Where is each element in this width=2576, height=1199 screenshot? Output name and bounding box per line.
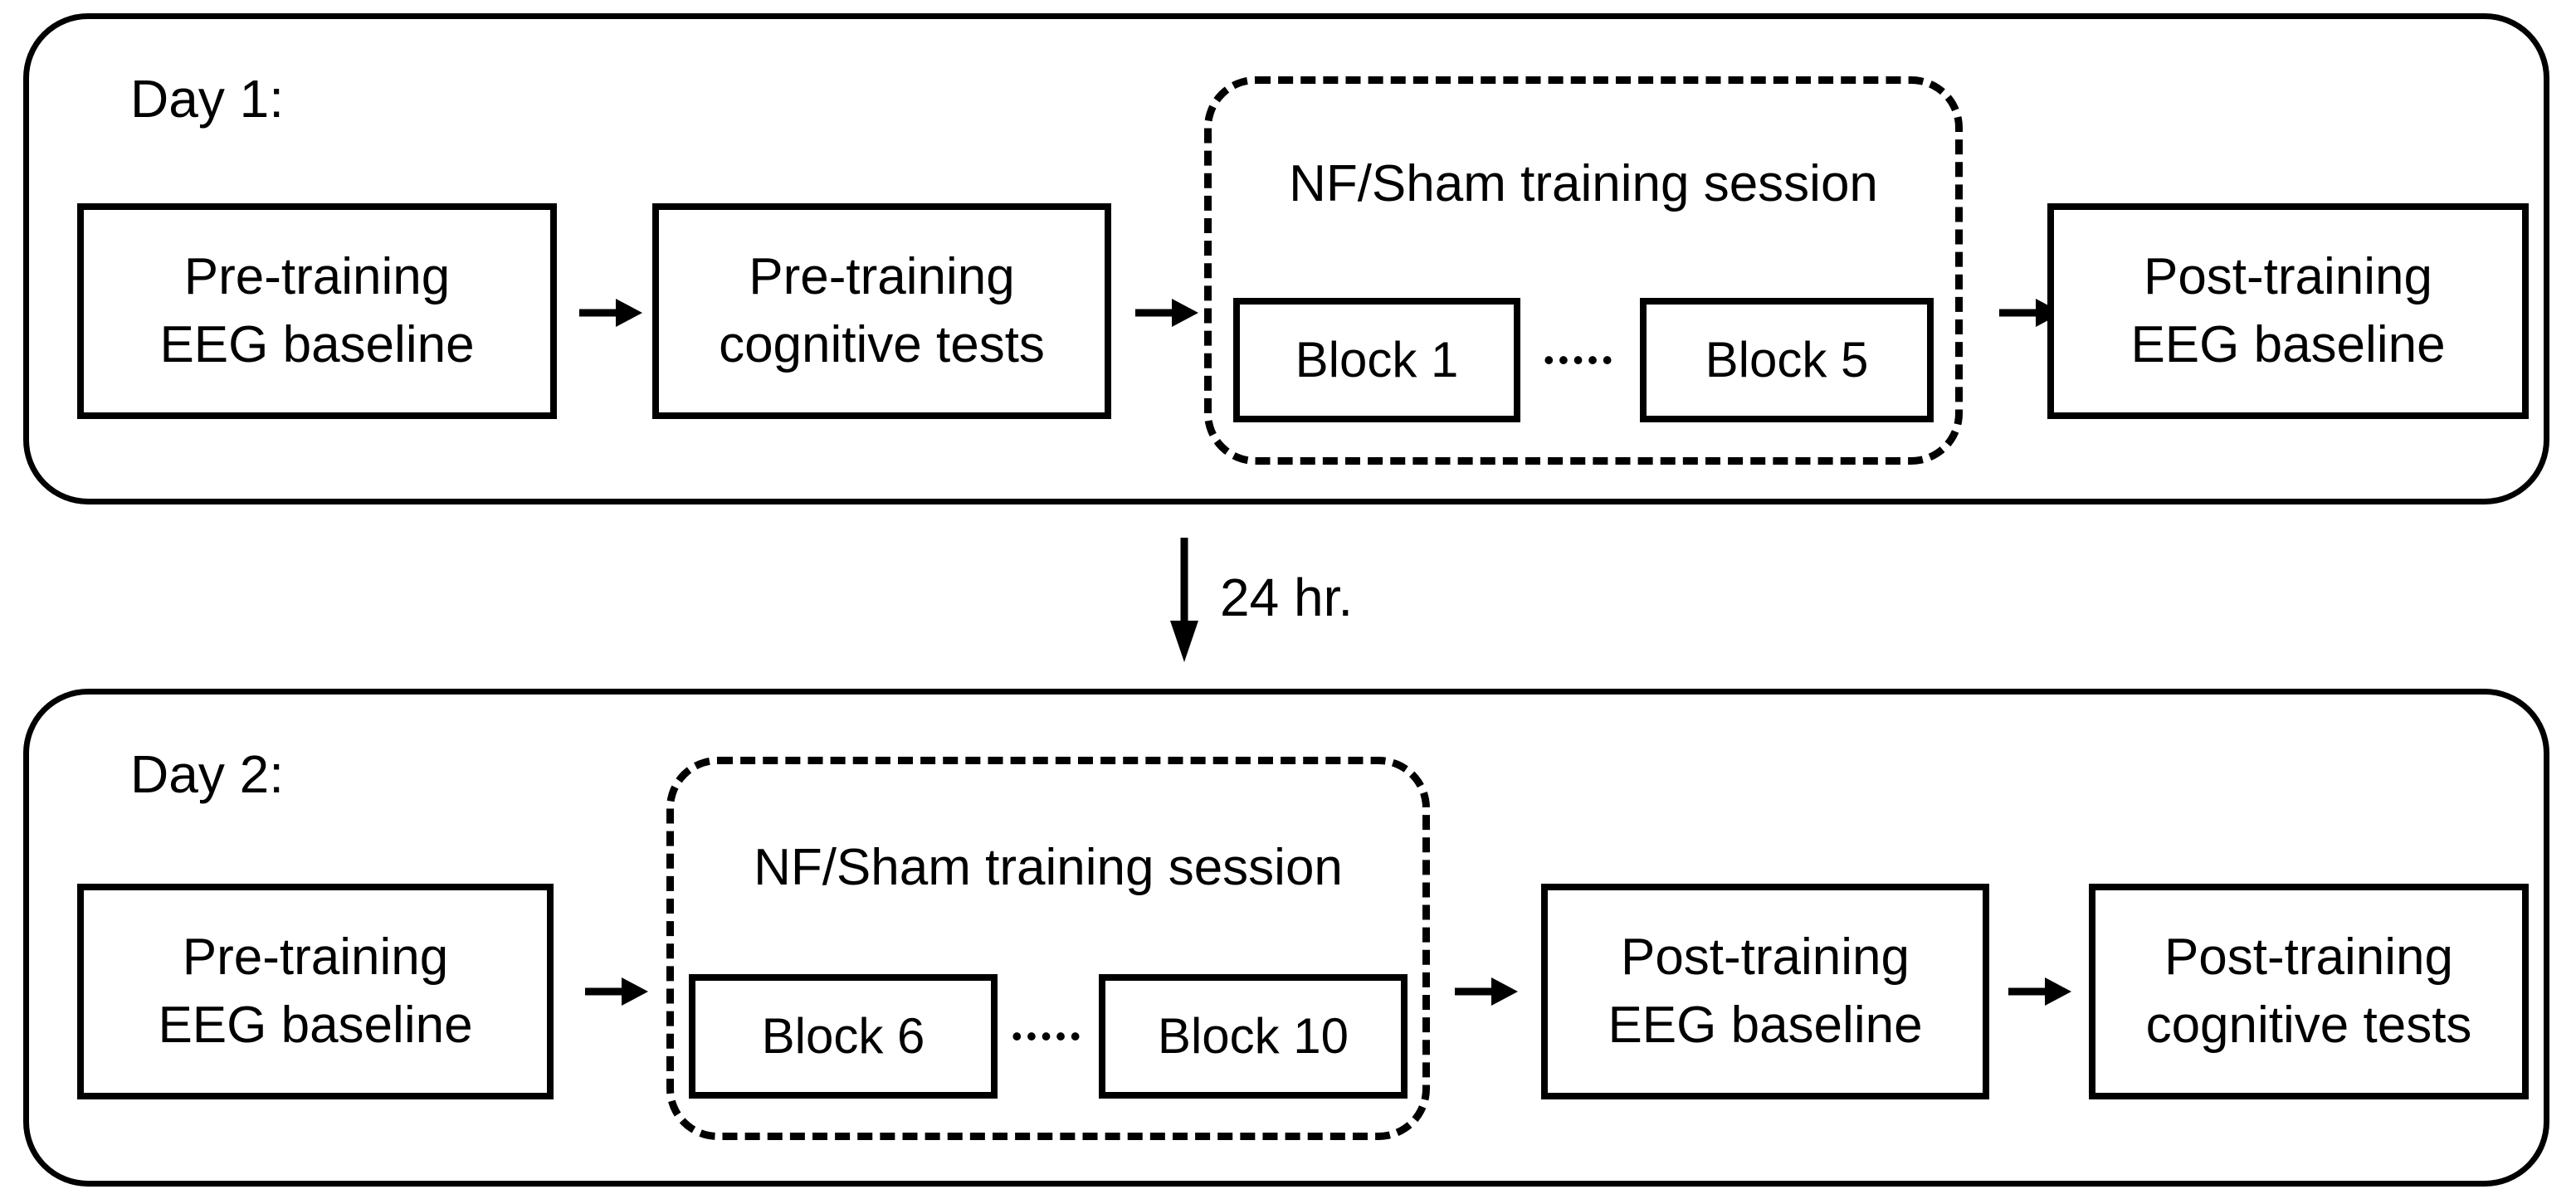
day2-last-block-box: Block 10 (1099, 974, 1408, 1099)
arrow-down-icon (1169, 538, 1199, 662)
day1-last-block-label: Block 5 (1705, 332, 1869, 387)
day1-pre-training-cognitive-box: Pre-training cognitive tests (652, 203, 1111, 419)
session-ellipsis-dots: ••••• (1011, 1019, 1086, 1053)
day2-training-session-blocks: Block 6 ••••• Block 10 (674, 974, 1422, 1099)
day2-pre-training-eeg-box: Pre-training EEG baseline (77, 884, 554, 1099)
day1-pre-training-eeg-label: Pre-training EEG baseline (159, 248, 475, 373)
day1-first-block-label: Block 1 (1295, 332, 1459, 387)
arrow-right-icon (1135, 299, 1198, 327)
day1-pre-training-cognitive-label: Pre-training cognitive tests (719, 248, 1045, 373)
day1-pre-training-eeg-box: Pre-training EEG baseline (77, 203, 557, 419)
arrow-right-icon (585, 977, 648, 1006)
day2-post-training-cognitive-label: Post-training cognitive tests (2145, 928, 2472, 1054)
day2-first-block-box: Block 6 (689, 974, 998, 1099)
day2-first-block-label: Block 6 (761, 1008, 925, 1064)
day2-label: Day 2: (130, 744, 284, 804)
day2-pre-training-eeg-label: Pre-training EEG baseline (158, 928, 473, 1054)
arrow-right-icon (2008, 977, 2071, 1006)
day1-training-session-title: NF/Sham training session (1289, 155, 1878, 212)
connector-duration-label: 24 hr. (1220, 568, 1354, 627)
day1-last-block-box: Block 5 (1640, 298, 1934, 422)
day2-training-session-title: NF/Sham training session (754, 839, 1343, 896)
day1-panel: Day 1: Pre-training EEG baseline Pre-tra… (23, 13, 2549, 504)
day1-post-training-eeg-label: Post-training EEG baseline (2130, 248, 2446, 373)
day2-last-block-label: Block 10 (1157, 1008, 1349, 1064)
day2-panel: Day 2: Pre-training EEG baseline NF/Sham… (23, 689, 2549, 1187)
day1-post-training-eeg-box: Post-training EEG baseline (2047, 203, 2529, 419)
day2-post-training-eeg-label: Post-training EEG baseline (1608, 928, 1923, 1054)
arrow-right-icon (579, 299, 642, 327)
session-ellipsis-dots: ••••• (1543, 343, 1617, 377)
day2-training-session-container: NF/Sham training session Block 6 ••••• B… (666, 757, 1430, 1140)
day1-label: Day 1: (130, 69, 284, 129)
day1-training-session-container: NF/Sham training session Block 1 ••••• B… (1204, 76, 1963, 465)
day1-training-session-blocks: Block 1 ••••• Block 5 (1212, 298, 1955, 422)
day2-post-training-eeg-box: Post-training EEG baseline (1541, 884, 1989, 1099)
day1-first-block-box: Block 1 (1233, 298, 1520, 422)
arrow-right-icon (1455, 977, 1518, 1006)
day2-post-training-cognitive-box: Post-training cognitive tests (2089, 884, 2529, 1099)
